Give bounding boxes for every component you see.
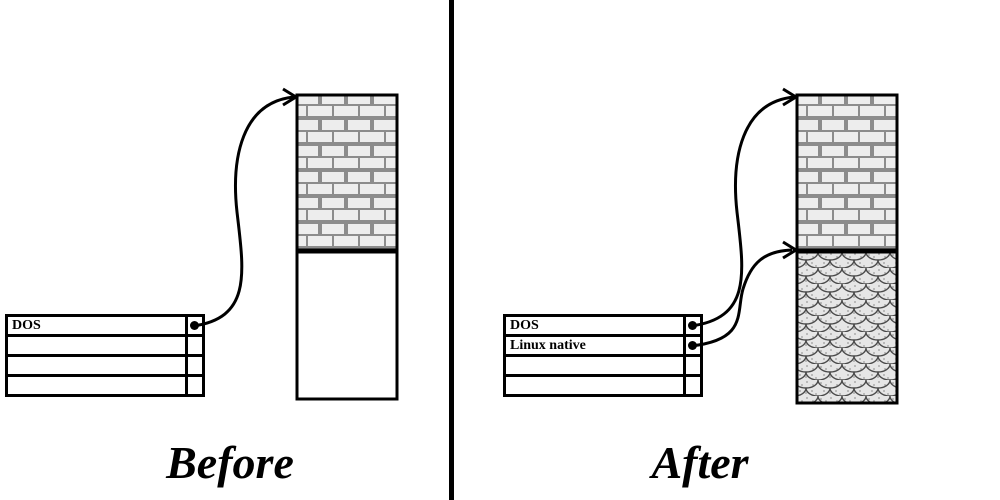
partition-row-label — [506, 357, 683, 374]
pointer-cell — [683, 357, 700, 374]
pointer-cell — [185, 357, 202, 374]
after-caption: After — [651, 437, 749, 488]
pointer-cell — [185, 377, 202, 394]
arrow-after-linux-curve — [690, 248, 793, 348]
arrow-after-dos-curve — [690, 95, 795, 328]
partition-row-label: DOS — [12, 318, 41, 333]
partition-row-label: Linux native — [510, 338, 586, 353]
partition-row-label — [8, 357, 185, 374]
partition-row-linux-native: Linux native — [506, 334, 700, 354]
partition-row-empty — [506, 354, 700, 374]
pointer-cell — [683, 337, 700, 354]
empty-space-block — [295, 250, 399, 401]
linux-native-partition-scale-block — [795, 250, 899, 405]
partition-row-dos: DOS — [506, 317, 700, 334]
pointer-dot-icon — [688, 321, 697, 330]
center-divider-line — [449, 0, 454, 500]
disk-after — [795, 93, 899, 405]
pointer-cell — [185, 337, 202, 354]
partition-row-label: DOS — [510, 318, 539, 333]
dos-partition-brick-block — [295, 93, 399, 252]
partition-table-after: DOS Linux native — [503, 314, 703, 397]
partition-table-before: DOS — [5, 314, 205, 397]
partition-row-empty — [506, 374, 700, 394]
pointer-dot-icon — [190, 321, 199, 330]
partition-row-empty — [8, 334, 202, 354]
pointer-dot-icon — [688, 341, 697, 350]
partition-row-label — [8, 377, 185, 394]
pointer-cell — [683, 377, 700, 394]
partition-row-label — [506, 377, 683, 394]
arrow-before-dos-curve — [192, 95, 295, 328]
partition-row-label — [8, 337, 185, 354]
dos-partition-brick-block — [795, 93, 899, 252]
pointer-cell — [185, 317, 202, 334]
partition-row-empty — [8, 374, 202, 394]
disk-before — [295, 93, 399, 401]
before-caption: Before — [166, 437, 294, 488]
partition-row-empty — [8, 354, 202, 374]
pointer-cell — [683, 317, 700, 334]
partition-row-dos: DOS — [8, 317, 202, 334]
